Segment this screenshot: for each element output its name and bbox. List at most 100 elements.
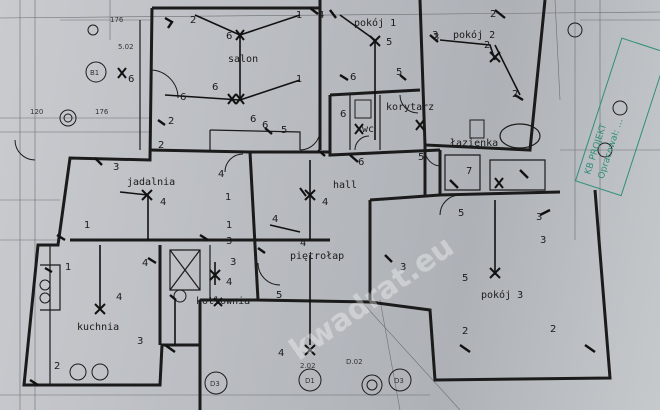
room-label-hall: hall	[333, 180, 357, 191]
socket-symbols	[29, 7, 596, 387]
circuit-number: 4	[318, 10, 324, 21]
circuit-number: 1	[226, 220, 232, 231]
light-x-kotlownia	[209, 269, 221, 281]
room-label-wc: wc	[362, 124, 374, 135]
circuit-number: 2	[54, 361, 60, 372]
room-label-kuchnia: kuchnia	[77, 322, 119, 333]
circuit-number: 4	[226, 277, 232, 288]
inner-lines	[40, 20, 546, 385]
light-x-b1	[117, 67, 127, 79]
circuit-number: 3	[137, 336, 143, 347]
circuit-number: 4	[322, 197, 328, 208]
light-x-kuchnia	[94, 303, 106, 315]
room-label-korytarz: korytarz	[386, 102, 434, 113]
circle-label-d1: D1	[305, 377, 315, 385]
circuit-number: 2	[512, 89, 518, 100]
circuit-number: 5	[418, 152, 424, 163]
dimension-label: D.02	[346, 358, 363, 366]
circuit-number: 4	[278, 348, 284, 359]
light-x-pokoj1	[369, 35, 381, 47]
circuit-number: 1	[296, 74, 302, 85]
room-label-jadalnia: jadalnia	[127, 177, 175, 188]
circuit-number: 6	[212, 82, 218, 93]
light-x-salon-top	[235, 29, 245, 41]
dimension-label: 176	[95, 108, 109, 116]
room-label-pokoj1: pokój 1	[354, 17, 396, 29]
light-x-wc	[354, 123, 364, 135]
circle-label-d3a: D3	[210, 380, 220, 388]
circuit-number: 3	[113, 162, 119, 173]
circled-markers	[85, 22, 628, 395]
walls	[22, 0, 612, 410]
circuit-number: 6	[180, 92, 186, 103]
circuit-number: 2	[550, 324, 556, 335]
dimension-label: 5.02	[118, 43, 134, 51]
circuit-number: 5	[281, 125, 287, 136]
circuit-number: 6	[358, 157, 364, 168]
wiring	[99, 14, 521, 345]
circuit-number: 2	[484, 40, 490, 51]
light-x-lazienka	[494, 177, 504, 189]
circuit-number: 6	[340, 109, 346, 120]
circuit-number: 5	[276, 290, 282, 301]
circuit-number: 4	[272, 214, 278, 225]
circuit-number: 3	[432, 30, 438, 41]
circuit-numbers: 2 6 1 4 5 3 2 2 3 6 6 2 6 1 6 5 2 6 6 5 …	[54, 9, 556, 372]
circuit-number: 4	[160, 197, 166, 208]
light-x-jadalnia	[141, 189, 153, 201]
circuit-number: 2	[462, 326, 468, 337]
room-label-pietrolap: piętrołap	[290, 251, 344, 262]
room-label-kotlownia: kotłownia	[196, 296, 250, 307]
circuit-number: 4	[300, 238, 306, 249]
light-x-salon2	[227, 93, 237, 105]
dimension-label: 2.02	[300, 362, 316, 370]
circuit-number: 3	[540, 235, 546, 246]
circuit-number: 2	[168, 116, 174, 127]
circuit-number: 3	[536, 212, 542, 223]
light-x-hall-mark	[299, 187, 307, 197]
light-x-pokoj3	[489, 267, 501, 279]
room-label-lazienka: łazienka	[450, 138, 498, 149]
circuit-number: 6	[128, 74, 134, 85]
circuit-number: 3	[226, 236, 232, 247]
dimension-label: 176	[110, 16, 124, 24]
circuit-number: 4	[218, 169, 224, 180]
circuit-number: 5	[458, 208, 464, 219]
circle-label-d3b: D3	[394, 377, 404, 385]
circuit-number: 3	[230, 257, 236, 268]
circuit-number: 1	[225, 192, 231, 203]
light-points	[94, 29, 504, 356]
light-x-hall	[304, 189, 316, 201]
circuit-number: 6	[250, 114, 256, 125]
circuit-number: 2	[490, 9, 496, 20]
circuit-number: 5	[462, 273, 468, 284]
circuit-number: 4	[142, 258, 148, 269]
circuit-number: 4	[116, 292, 122, 303]
circuit-number: 6	[226, 31, 232, 42]
circuit-number: 3	[400, 262, 406, 273]
circuit-number: 5	[396, 67, 402, 78]
circuit-number: 1	[84, 220, 90, 231]
circuit-number: 7	[466, 166, 472, 177]
dimension-label: 120	[30, 108, 43, 116]
room-label-pokoj2: pokój 2	[453, 29, 495, 41]
light-x-d1	[304, 344, 316, 356]
circuit-number: 1	[296, 10, 302, 21]
circuit-number: 2	[158, 140, 164, 151]
circuit-number: 5	[386, 37, 392, 48]
circuit-number: 1	[65, 262, 71, 273]
light-x-korytarz	[415, 119, 425, 131]
plumbing-fixtures	[39, 24, 485, 396]
circuit-number: 2	[190, 15, 196, 26]
light-x-kotl2	[213, 297, 223, 307]
door-swings	[14, 69, 461, 286]
room-label-pokoj3: pokój 3	[481, 289, 523, 301]
light-x-pokoj2	[489, 51, 501, 63]
circuit-number: 6	[350, 72, 356, 83]
room-label-salon: salon	[228, 54, 258, 65]
project-stamp: KB PROJEKT Opracował: …	[574, 37, 660, 197]
light-x-salon	[235, 93, 245, 105]
